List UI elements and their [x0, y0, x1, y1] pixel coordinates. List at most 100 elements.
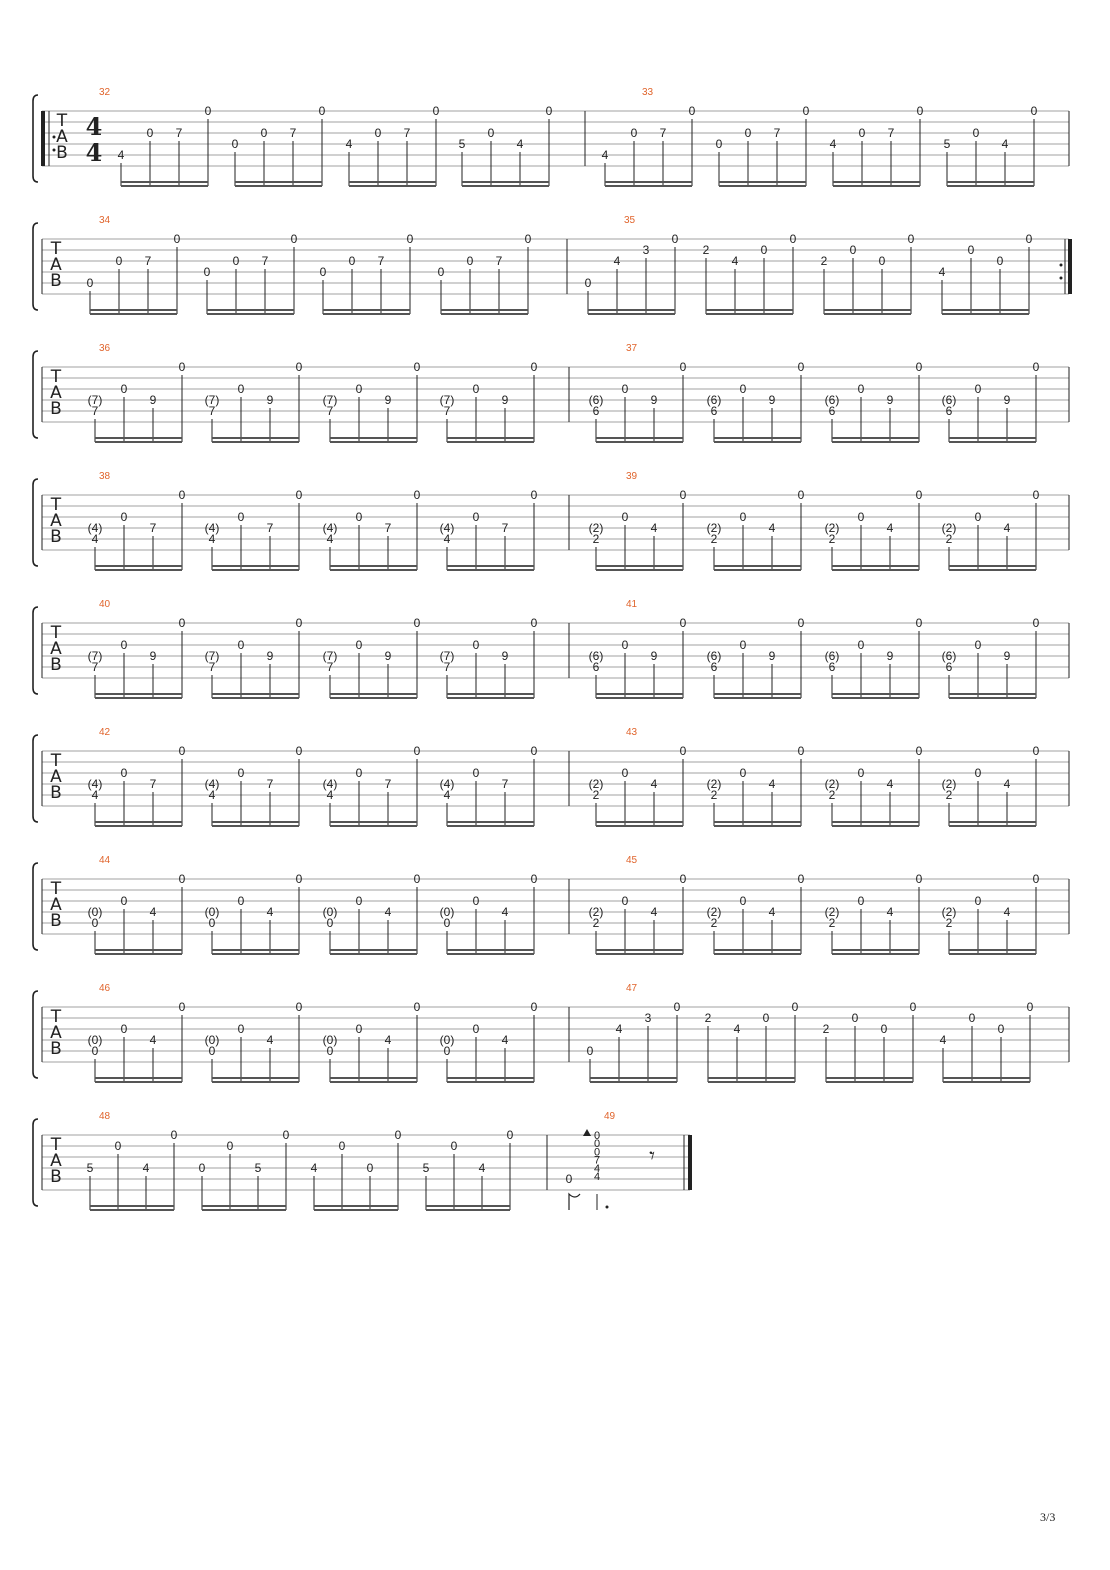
- beam: [832, 949, 919, 951]
- beam: [832, 693, 919, 695]
- fret-number: 0: [1026, 232, 1033, 246]
- fret-number: (7): [88, 649, 103, 663]
- fret-number: 2: [829, 532, 836, 546]
- beam: [330, 953, 417, 955]
- beam: [212, 953, 299, 955]
- fret-number: 0: [525, 232, 532, 246]
- beam: [942, 309, 1029, 311]
- tab-clef-letter: T: [50, 879, 62, 899]
- fret-number: 6: [946, 660, 953, 674]
- fret-number: 0: [296, 1000, 303, 1014]
- fret-number: 4: [939, 265, 946, 279]
- tab-clef-letter: B: [50, 1167, 62, 1187]
- fret-number: (2): [707, 521, 722, 535]
- time-signature-top: 4: [86, 112, 103, 141]
- fret-number: 4: [150, 905, 157, 919]
- measure-number: 34: [99, 215, 111, 226]
- beam: [590, 1081, 677, 1083]
- fret-number: 0: [531, 616, 538, 630]
- fret-number: (4): [88, 777, 103, 791]
- fret-number: 2: [593, 532, 600, 546]
- fret-number: 0: [680, 872, 687, 886]
- fret-number: 0: [473, 510, 480, 524]
- fret-number: 4: [118, 148, 125, 162]
- fret-number: 2: [711, 916, 718, 930]
- beam: [596, 825, 683, 827]
- fret-number: 0: [916, 872, 923, 886]
- system-brace: [32, 734, 39, 823]
- fret-number: 0: [622, 510, 629, 524]
- fret-number: 7: [267, 521, 274, 535]
- fret-number: (0): [88, 905, 103, 919]
- beam: [824, 313, 911, 315]
- beam: [323, 309, 410, 311]
- beam: [212, 1081, 299, 1083]
- fret-number: 4: [327, 532, 334, 546]
- beam: [90, 1205, 174, 1207]
- fret-number: 0: [997, 254, 1004, 268]
- fret-number: 4: [1002, 137, 1009, 151]
- fret-number: 0: [199, 1161, 206, 1175]
- fret-number: (4): [323, 521, 338, 535]
- measure-number: 47: [626, 983, 638, 994]
- measure-number: 43: [626, 727, 638, 738]
- tab-clef-letter: T: [50, 623, 62, 643]
- fret-number: 0: [594, 1146, 600, 1158]
- fret-number: 7: [594, 1155, 600, 1167]
- fret-number: 7: [209, 404, 216, 418]
- fret-number: 4: [940, 1033, 947, 1047]
- fret-number: 0: [798, 488, 805, 502]
- fret-number: 5: [255, 1161, 262, 1175]
- fret-number: 5: [944, 137, 951, 151]
- fret-number: 0: [917, 104, 924, 118]
- fret-number: 0: [327, 916, 334, 930]
- beam: [596, 821, 683, 823]
- beam: [833, 181, 920, 183]
- beam: [95, 437, 182, 439]
- fret-number: 7: [444, 660, 451, 674]
- fret-number: 7: [262, 254, 269, 268]
- beam: [588, 309, 675, 311]
- fret-number: 2: [593, 916, 600, 930]
- tab-clef-letter: B: [50, 655, 62, 675]
- fret-number: 4: [1004, 777, 1011, 791]
- tab-clef-letter: B: [50, 783, 62, 803]
- beam: [212, 437, 299, 439]
- fret-number: 0: [296, 488, 303, 502]
- fret-number: 0: [349, 254, 356, 268]
- fret-number: 0: [798, 616, 805, 630]
- beam: [949, 569, 1036, 571]
- fret-number: 0: [803, 104, 810, 118]
- duration-dot: [605, 1205, 609, 1209]
- fret-number: 0: [740, 638, 747, 652]
- fret-number: 4: [502, 1033, 509, 1047]
- tab-clef-letter: A: [56, 127, 68, 147]
- beam: [447, 825, 534, 827]
- fret-number: (2): [942, 905, 957, 919]
- fret-number: 0: [92, 916, 99, 930]
- repeat-end-thick-bar: [1068, 239, 1072, 294]
- fret-number: 0: [881, 1022, 888, 1036]
- fret-number: 0: [916, 616, 923, 630]
- fret-number: 7: [145, 254, 152, 268]
- beam: [832, 437, 919, 439]
- fret-number: (4): [205, 521, 220, 535]
- beam: [714, 825, 801, 827]
- fret-number: 7: [444, 404, 451, 418]
- beam: [714, 697, 801, 699]
- fret-number: 0: [209, 916, 216, 930]
- fret-number: 4: [734, 1022, 741, 1036]
- fret-number: 9: [769, 393, 776, 407]
- fret-number: 0: [546, 104, 553, 118]
- beam: [235, 181, 322, 183]
- fret-number: 0: [622, 894, 629, 908]
- fret-number: (7): [205, 393, 220, 407]
- fret-number: 7: [150, 777, 157, 791]
- beam: [596, 949, 683, 951]
- fret-number: 0: [594, 1138, 600, 1150]
- fret-number: (6): [942, 649, 957, 663]
- fret-number: 0: [473, 894, 480, 908]
- repeat-dot: [1059, 276, 1063, 280]
- beam: [447, 1081, 534, 1083]
- beam: [714, 821, 801, 823]
